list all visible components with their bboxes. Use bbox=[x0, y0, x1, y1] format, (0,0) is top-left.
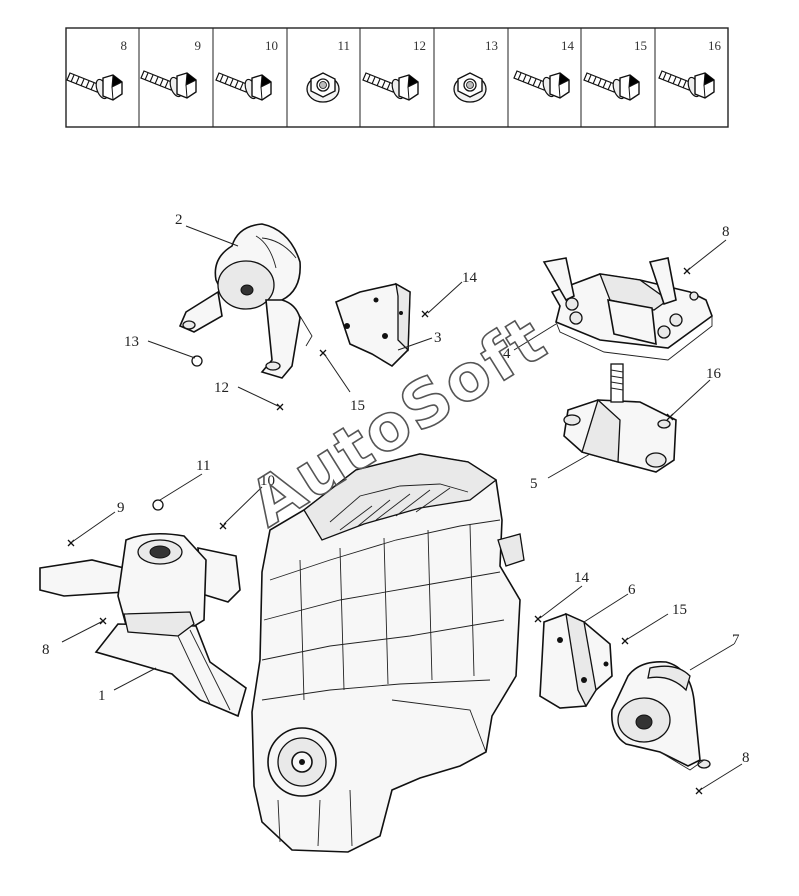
engine-mount-part-2 bbox=[178, 223, 313, 379]
bracket-part-3 bbox=[335, 282, 411, 368]
callout-8: 8 bbox=[722, 224, 730, 240]
bolt-icon bbox=[362, 72, 419, 101]
table-cell-number: 16 bbox=[708, 38, 722, 53]
callout-5: 5 bbox=[530, 476, 538, 492]
nut-icon bbox=[453, 72, 487, 103]
fastener-table: 8 9 10 11 12 13 14 15 16 bbox=[65, 27, 729, 128]
callout-labels: 2 13 12 15 14 3 8 4 16 5 11 10 9 8 1 14 … bbox=[42, 212, 750, 766]
callout-8: 8 bbox=[42, 642, 50, 658]
callout-1: 1 bbox=[98, 688, 106, 704]
table-cell-number: 13 bbox=[485, 38, 498, 53]
callout-13: 13 bbox=[124, 334, 139, 350]
table-cell-number: 9 bbox=[195, 38, 202, 53]
table-cell-number: 12 bbox=[413, 38, 426, 53]
callout-14: 14 bbox=[574, 570, 590, 586]
callout-8: 8 bbox=[742, 750, 750, 766]
table-cell-number: 8 bbox=[121, 38, 128, 53]
callout-7: 7 bbox=[732, 632, 740, 648]
callout-16: 16 bbox=[706, 366, 722, 382]
callout-12: 12 bbox=[214, 380, 229, 396]
engine-mount-part-1 bbox=[39, 532, 247, 718]
engine-mount-part-7 bbox=[610, 660, 711, 771]
mount-bracket-part-4 bbox=[542, 257, 713, 361]
callout-2: 2 bbox=[175, 212, 183, 228]
table-cell-number: 14 bbox=[561, 38, 575, 53]
bolt-icon bbox=[513, 70, 570, 99]
callout-10: 10 bbox=[260, 473, 275, 489]
callout-15: 15 bbox=[350, 398, 365, 414]
callout-11: 11 bbox=[196, 458, 210, 474]
leader-lines bbox=[61, 225, 743, 791]
table-cell-number: 11 bbox=[337, 38, 350, 53]
bracket-part-6 bbox=[539, 612, 613, 709]
bolt-icon bbox=[658, 70, 715, 99]
table-cell-number: 10 bbox=[265, 38, 278, 53]
bolt-icon bbox=[66, 72, 123, 101]
callout-15: 15 bbox=[672, 602, 687, 618]
bolt-icon bbox=[215, 72, 272, 101]
nut-icon bbox=[306, 72, 340, 103]
bolt-icon bbox=[583, 72, 640, 101]
callout-6: 6 bbox=[628, 582, 636, 598]
bolt-icon bbox=[140, 70, 197, 99]
engine-block bbox=[251, 453, 525, 853]
callout-14: 14 bbox=[462, 270, 478, 286]
table-cell-number: 15 bbox=[634, 38, 647, 53]
mount-part-5 bbox=[563, 363, 677, 473]
callout-9: 9 bbox=[117, 500, 125, 516]
callout-3: 3 bbox=[434, 330, 442, 346]
callout-4: 4 bbox=[503, 346, 511, 362]
